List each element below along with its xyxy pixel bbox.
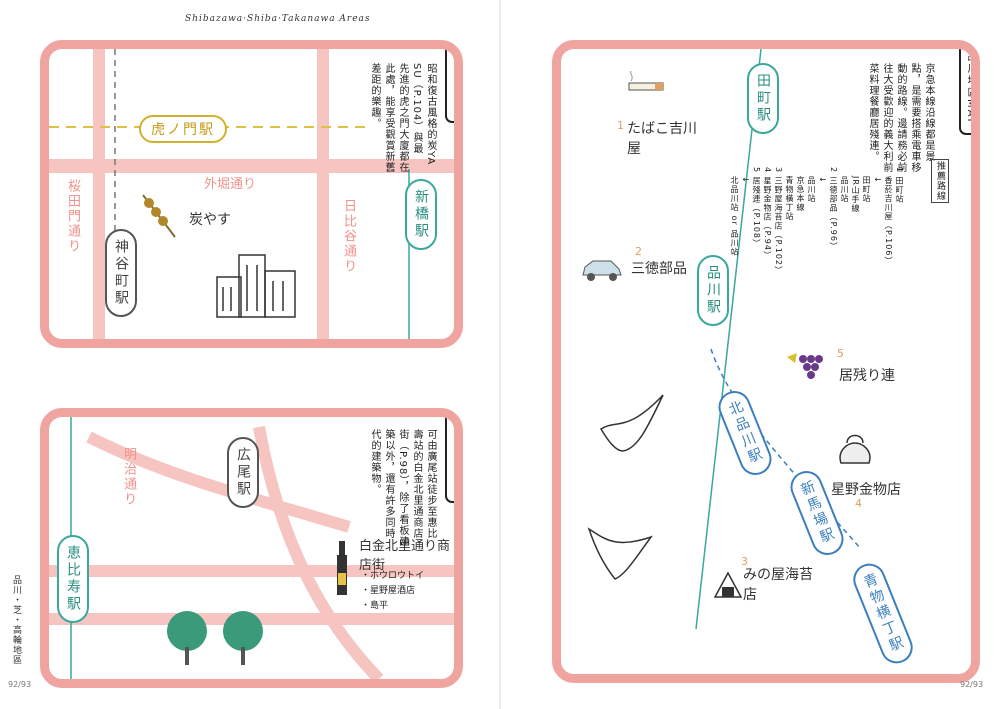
- route-line: JR山手線: [851, 167, 860, 213]
- santoku-buhin: 三徳部品: [631, 261, 687, 277]
- shinagawa-station: 品川駅: [697, 255, 729, 326]
- takanawa-map: 高輪地區MAP 可由廣尾站徒步至惠比 壽站的白金北里通商店 街（P.98），除了…: [40, 408, 463, 688]
- hiroo-station: 広尾駅: [227, 437, 259, 508]
- route-line: 4 星野金物店（P.94）: [763, 167, 772, 260]
- sakuradamon-label: 桜田門通り: [65, 179, 80, 254]
- sakuradamon-road: [93, 49, 105, 339]
- shiba-description: 昭和復古風格的炭YA SU（P.104）與最 先進的虎之門大廈都在 此處，能享受…: [367, 63, 437, 213]
- tree-icon: [167, 611, 263, 665]
- takanawa-description: 可由廣尾站徒步至惠比 壽站的白金北里通商店 街（P.98），除了看板建 築以外，…: [367, 429, 437, 579]
- hibiya-road: [317, 49, 329, 339]
- tamachi-station: 田町駅: [747, 63, 779, 134]
- desc-line: SU（P.104）與最: [411, 63, 422, 155]
- shop-number: 2: [635, 245, 642, 258]
- desc-line: 昭和復古風格的炭YA: [425, 63, 436, 166]
- desc-line: 代的建築物。: [369, 429, 380, 495]
- desc-line: 先進的虎之門大廈都在: [397, 63, 408, 173]
- desc-line: 可由廣尾站徒步至惠比: [425, 429, 436, 539]
- route-line: 京急本線: [796, 167, 805, 212]
- route-line: ↓: [818, 167, 827, 184]
- shiba-map: 芝地區MAP 昭和復古風格的炭YA SU（P.104）與最 先進的虎之門大廈都在…: [40, 40, 463, 348]
- route-line: ↓: [741, 167, 750, 184]
- route-line: 北品川站 or 品川站: [730, 167, 739, 257]
- route-line: 青物橫丁站: [785, 167, 794, 221]
- shop-number: 5: [837, 347, 844, 360]
- route-list: 1 田町站 香菸吉川屋（P.106） ↓ 田町站 JR山手線 品川站 2 三德部…: [729, 167, 905, 357]
- bird-icon: [587, 527, 653, 580]
- bottle-icon: [337, 541, 347, 595]
- hibiya-label: 日比谷通り: [341, 199, 356, 274]
- route-line: 3 三野屋海苔店（P.102）: [774, 167, 783, 276]
- inokori-ren: 居残り連: [839, 368, 895, 384]
- desc-line: 往大受歡迎的義大利前: [881, 63, 892, 173]
- sotobori-road: [49, 159, 454, 173]
- hoshino-kanamonoten: 星野金物店: [831, 482, 901, 498]
- kettle-icon: [839, 434, 871, 464]
- cigarette-icon: [628, 71, 664, 91]
- route-line: 田町站: [862, 167, 871, 203]
- route-title: 推薦路線: [931, 159, 949, 203]
- arcade-title: 白金北里通り商店街: [359, 539, 451, 573]
- car-icon: [582, 260, 622, 281]
- arcade-item: ・ホウロウトイ: [361, 571, 425, 581]
- ebisu-station: 恵比寿駅: [57, 535, 89, 623]
- desc-line: 壽站的白金北里通商店: [411, 429, 422, 539]
- sumiyasu-shop: 炭やす: [189, 212, 231, 228]
- route-line: ↓: [873, 167, 882, 184]
- arcade-item: ・島平: [361, 601, 389, 611]
- shiba-map-tag: 芝地區MAP: [445, 49, 454, 123]
- desc-line: 京急本線沿線都是景: [923, 63, 934, 162]
- toranomon-station: 虎ノ門駅: [139, 115, 227, 143]
- shinbashi-station: 新橋駅: [405, 179, 437, 250]
- desc-line: 菜料理餐廳居殘連。: [867, 63, 878, 162]
- page-gutter: [499, 0, 501, 709]
- route-line: 5 居殘連（P.108）: [752, 167, 761, 249]
- route-line: 1 田町站: [895, 167, 904, 204]
- desc-line: 動的路線。邊請務必前: [895, 63, 906, 173]
- shop-number: 1: [617, 119, 624, 132]
- onigiri-icon: [713, 571, 743, 598]
- bird-icon: [599, 394, 664, 452]
- minoya-norimise: みの屋海苔店: [743, 567, 813, 603]
- desc-line: 街（P.98），除了看板建: [397, 429, 408, 548]
- skewer-icon: [142, 194, 176, 238]
- grapes-icon: [787, 353, 823, 379]
- sotobori-label: 外堀通り: [204, 177, 257, 192]
- shop-number: 3: [741, 555, 748, 568]
- page-numbers-right: 92/93: [960, 680, 984, 689]
- shinagawa-map-tag: 品川地區MAP: [959, 49, 971, 135]
- takanawa-map-tag: 高輪地區MAP: [445, 417, 454, 503]
- route-line: 香菸吉川屋（P.106）: [884, 167, 893, 266]
- arcade-item: ・星野屋酒店: [361, 586, 416, 596]
- running-header: Shibazawa·Shiba·Takanawa Areas: [185, 14, 371, 24]
- meiji-label: 明治通り: [121, 447, 136, 507]
- tabako-yoshikawaya: たばこ吉川屋: [627, 121, 697, 157]
- shinagawa-map: 品川地區MAP 京急本線沿線都是景 點，是需要搭乘電車移 動的路線。邊請務必前 …: [552, 40, 980, 683]
- desc-line: 差距的樂趣。: [369, 63, 380, 129]
- desc-line: 點，是需要搭乘電車移: [909, 63, 920, 173]
- shinagawa-rails: [695, 49, 862, 630]
- route-line: 品川站: [807, 167, 816, 203]
- shop-number: 4: [855, 497, 862, 510]
- route-title-text: 推薦路線: [935, 161, 945, 201]
- arcade-list: ・ホウロウトイ ・星野屋酒店 ・島平: [361, 569, 424, 614]
- desc-line: 築以外，還有許多同時: [383, 429, 394, 539]
- route-line: 2 三德部品（P.96）: [829, 167, 838, 251]
- building-icon: [216, 254, 296, 318]
- route-line: 品川站: [840, 167, 849, 203]
- kamiyacho-station: 神谷町駅: [105, 229, 137, 317]
- page-numbers: 92/93: [8, 680, 32, 689]
- shinagawa-description: 京急本線沿線都是景 點，是需要搭乘電車移 動的路線。邊請務必前 往大受歡迎的義大…: [865, 63, 935, 213]
- spine-text: 品川・芝・高輪地區: [11, 575, 21, 665]
- desc-line: 此處，能享受觀賞新舊: [383, 63, 394, 173]
- cross-road: [49, 565, 454, 577]
